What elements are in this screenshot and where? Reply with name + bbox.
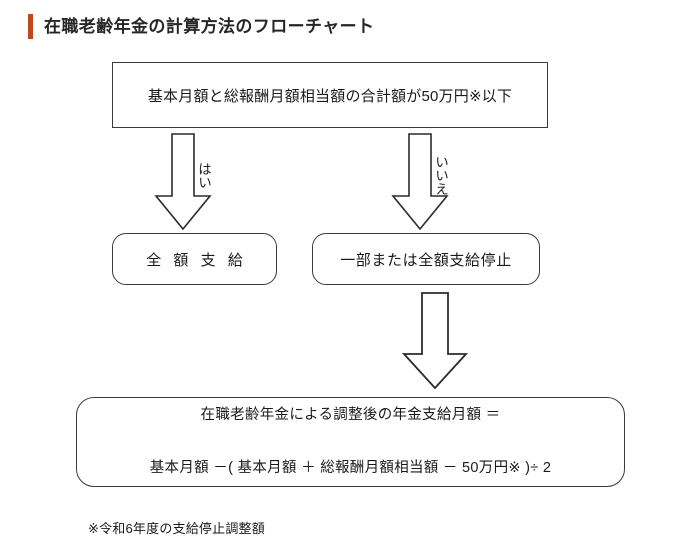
title-accent-bar [28, 13, 33, 39]
outcome-box-suspension: 一部または全額支給停止 [312, 233, 540, 285]
down-arrow-icon [391, 133, 449, 231]
down-arrow-icon [154, 133, 212, 231]
footnote-text: ※令和6年度の支給停止調整額 [88, 521, 265, 536]
down-arrow-icon [401, 292, 469, 390]
formula-line-1: 在職老齢年金による調整後の年金支給月額 ＝ [200, 406, 501, 423]
flow-arrow-to-formula [401, 292, 469, 390]
formula-line-2: 基本月額 －( 基本月額 ＋ 総報酬月額相当額 － 50万円※ )÷ 2 [149, 460, 552, 477]
outcome-box-full-payment-label: 全 額 支 給 [146, 251, 247, 269]
formula-box: 在職老齢年金による調整後の年金支給月額 ＝ 基本月額 －( 基本月額 ＋ 総報酬… [76, 397, 625, 487]
condition-box-label: 基本月額と総報酬月額相当額の合計額が50万円※以下 [147, 87, 513, 105]
condition-box: 基本月額と総報酬月額相当額の合計額が50万円※以下 [112, 62, 548, 128]
branch-arrow-no: いいえ [391, 133, 449, 231]
outcome-box-suspension-label: 一部または全額支給停止 [340, 251, 512, 269]
outcome-box-full-payment: 全 額 支 給 [112, 233, 277, 285]
page-title-text: 在職老齢年金の計算方法のフローチャート [44, 16, 375, 36]
branch-arrow-yes: はい [154, 133, 212, 231]
page-title: 在職老齢年金の計算方法のフローチャート [28, 13, 374, 39]
